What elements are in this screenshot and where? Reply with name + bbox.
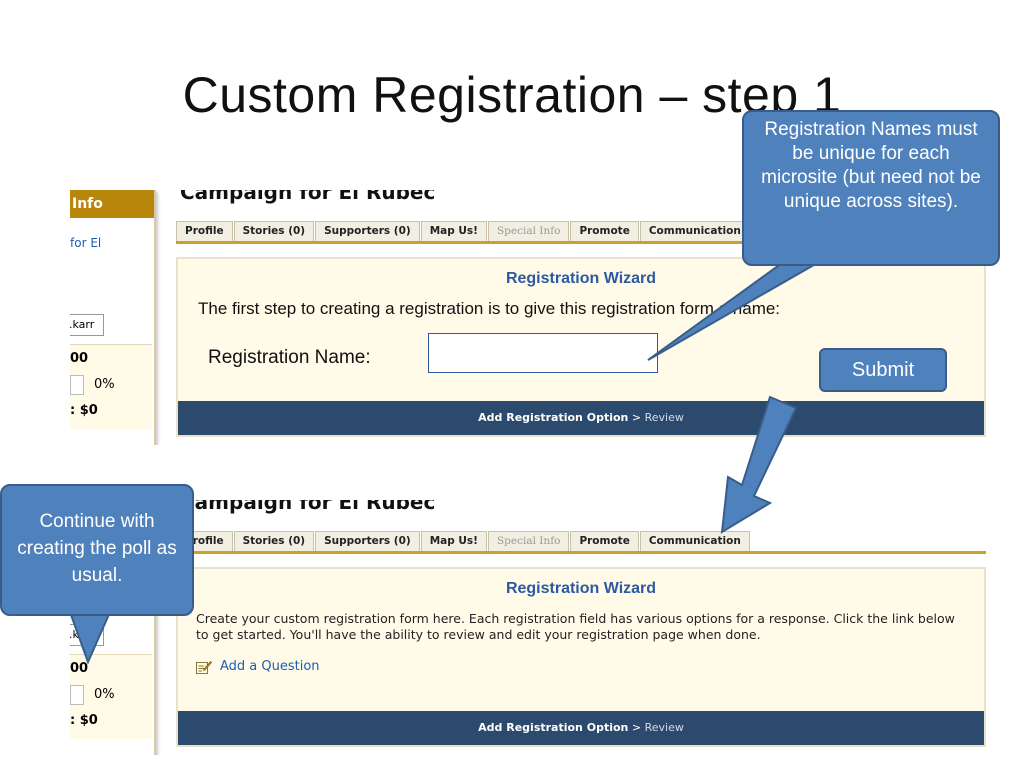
progress-bar xyxy=(70,685,84,705)
wizard-intro: Create your custom registration form her… xyxy=(196,611,955,642)
tab-supporters[interactable]: Supporters (0) xyxy=(315,531,420,551)
tab-bar: Profile Stories (0) Supporters (0) Map U… xyxy=(176,531,751,551)
tab-supporters[interactable]: Supporters (0) xyxy=(315,221,420,241)
side-panel: Info for El .karr 00 0% : $0 xyxy=(70,190,156,445)
tab-divider xyxy=(176,241,986,244)
registration-wizard-step2: Registration Wizard Create your custom r… xyxy=(176,567,986,747)
tab-stories[interactable]: Stories (0) xyxy=(233,221,315,241)
tab-special-info: Special Info xyxy=(487,531,570,551)
footer-current-step: Add Registration Option xyxy=(478,411,629,424)
side-panel-stats: 00 0% : $0 xyxy=(70,344,152,429)
main-area: Campaign for El Rubec Profile Stories (0… xyxy=(176,190,986,445)
progress-bar xyxy=(70,375,84,395)
registration-name-label: Registration Name: xyxy=(208,347,371,368)
tab-communication[interactable]: Communication xyxy=(639,531,750,551)
add-question-label: Add a Question xyxy=(220,659,320,674)
progress-percent: 0% xyxy=(94,687,115,702)
side-panel-stats: 00 0% : $0 xyxy=(70,654,152,739)
registration-name-input[interactable] xyxy=(428,333,658,373)
tab-profile[interactable]: Profile xyxy=(176,221,233,241)
registration-wizard-step1: Registration Wizard The first step to cr… xyxy=(176,257,986,437)
wizard-title: Registration Wizard xyxy=(505,270,657,287)
tab-special-info: Special Info xyxy=(487,221,570,241)
side-panel-header-label: Info xyxy=(72,196,103,212)
footer-separator: > xyxy=(631,721,642,734)
tab-communication[interactable]: Communication xyxy=(639,221,750,241)
wizard-intro: The first step to creating a registratio… xyxy=(198,299,781,318)
tab-map-us[interactable]: Map Us! xyxy=(420,531,487,551)
side-panel-link[interactable]: for El xyxy=(70,236,102,250)
side-panel-input[interactable]: .karr xyxy=(70,314,104,336)
footer-next-step[interactable]: Review xyxy=(644,411,684,424)
slide-title: Custom Registration – step 1 xyxy=(182,67,842,123)
main-area: Campaign for El Rubec Profile Stories (0… xyxy=(176,500,986,755)
tab-promote[interactable]: Promote xyxy=(570,531,639,551)
footer-current-step: Add Registration Option xyxy=(478,721,629,734)
progress-percent: 0% xyxy=(94,377,115,392)
wizard-footer: Add Registration Option > Review xyxy=(178,401,984,435)
footer-next-step[interactable]: Review xyxy=(644,721,684,734)
tab-map-us[interactable]: Map Us! xyxy=(420,221,487,241)
wizard-footer: Add Registration Option > Review xyxy=(178,711,984,745)
tab-divider xyxy=(176,551,986,554)
campaign-title: Campaign for El Rubec xyxy=(180,190,436,204)
tab-promote[interactable]: Promote xyxy=(570,221,639,241)
registration-names-callout: Registration Names must be unique for ea… xyxy=(742,110,1000,266)
side-panel-goal: 00 xyxy=(70,661,89,676)
add-question-link[interactable]: Add a Question xyxy=(196,659,320,674)
campaign-title: Campaign for El Rubec xyxy=(180,500,436,514)
footer-separator: > xyxy=(631,411,642,424)
raised-amount: : $0 xyxy=(70,713,98,728)
screenshot-step2: Info for El .karr 00 0% : $0 Campaign fo… xyxy=(70,500,986,755)
wizard-title: Registration Wizard xyxy=(505,580,657,597)
tab-stories[interactable]: Stories (0) xyxy=(233,531,315,551)
raised-amount: : $0 xyxy=(70,403,98,418)
tab-bar: Profile Stories (0) Supporters (0) Map U… xyxy=(176,221,751,241)
continue-poll-callout: Continue with creating the poll as usual… xyxy=(0,484,194,616)
submit-button[interactable]: Submit xyxy=(819,348,947,392)
side-panel-input[interactable]: .karr xyxy=(70,624,104,646)
side-panel-goal: 00 xyxy=(70,351,89,366)
side-panel-header: Info xyxy=(70,190,154,218)
pencil-icon xyxy=(196,660,212,674)
